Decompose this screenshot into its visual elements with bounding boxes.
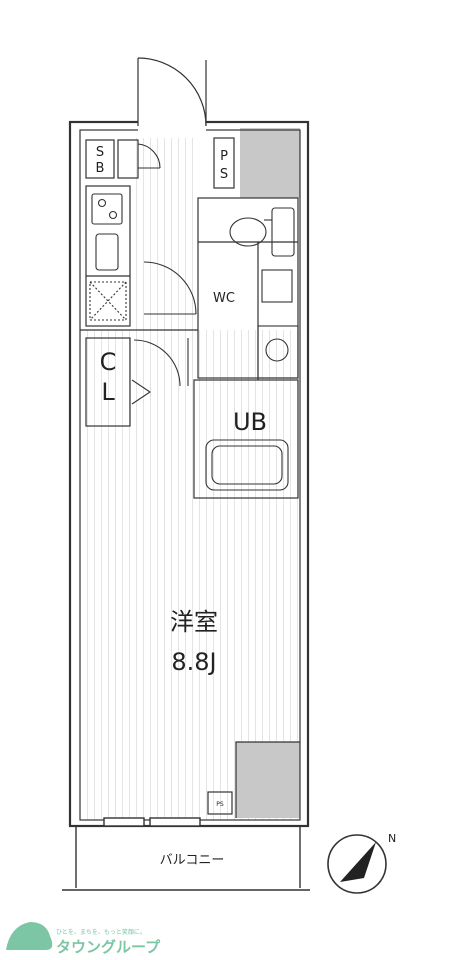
bathtub xyxy=(205,439,289,491)
sb-bottom-label: B xyxy=(96,161,105,176)
wc-fixtures xyxy=(229,207,299,379)
shaded-area-top xyxy=(240,128,300,198)
company-logo: ひとを、まちを、もっと笑顔に。 タウングループ xyxy=(6,922,161,956)
wc-label: WC xyxy=(213,291,235,306)
sb-top-label: S xyxy=(96,145,104,160)
logo-company-name: タウングループ xyxy=(56,938,161,956)
shaded-area-bottom xyxy=(236,742,300,818)
closet-l-label: L xyxy=(101,378,115,406)
main-room-size: 8.8J xyxy=(171,648,216,676)
kitchen-fixtures xyxy=(89,193,127,321)
compass-north-label: N xyxy=(388,832,396,845)
entrance-opening xyxy=(138,118,206,134)
ps-top-label-1: P xyxy=(220,149,228,164)
ub-label: UB xyxy=(233,408,267,436)
interior-doors xyxy=(131,143,197,405)
balcony-outline xyxy=(62,817,310,891)
closet-c-label: C xyxy=(100,348,117,376)
main-room-label: 洋室 xyxy=(170,608,218,636)
main-room-floor xyxy=(82,330,298,820)
ps-top-label-2: S xyxy=(220,167,228,182)
logo-tagline: ひとを、まちを、もっと笑顔に。 xyxy=(56,928,146,936)
compass-icon: N xyxy=(327,832,396,894)
interior-walls xyxy=(80,137,300,818)
ps-bottom-label: PS xyxy=(216,801,224,808)
corridor-floor xyxy=(134,138,196,333)
balcony-label: バルコニー xyxy=(160,853,225,868)
entrance-door xyxy=(137,57,207,127)
